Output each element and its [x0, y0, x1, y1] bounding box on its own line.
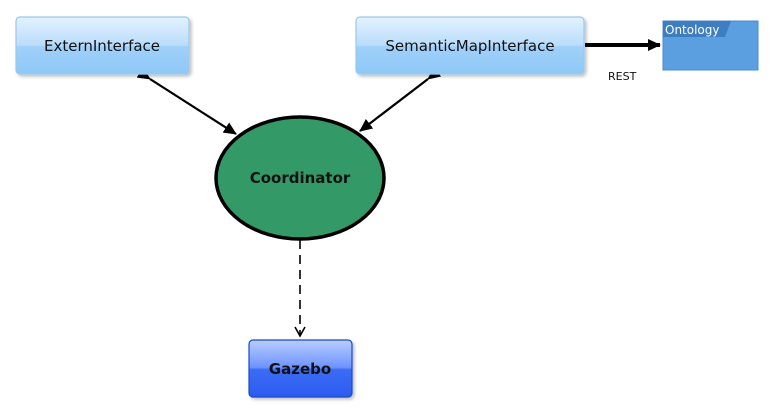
ontology-node[interactable]: [662, 20, 759, 71]
semantic-map-interface-node[interactable]: [355, 16, 585, 75]
semantic-map-interface-label: SemanticMapInterface: [385, 37, 554, 55]
ontology-label: Ontology: [665, 23, 720, 37]
rest-edge-label: REST: [608, 70, 637, 83]
coordinator-label: Coordinator: [250, 169, 351, 187]
gazebo-node[interactable]: [248, 339, 353, 398]
extern-interface-node[interactable]: [15, 16, 190, 75]
edge-semantic-coordinator: [359, 66, 442, 132]
gazebo-label: Gazebo: [269, 360, 331, 378]
coordinator-node[interactable]: [214, 115, 386, 241]
extern-interface-label: ExternInterface: [44, 37, 160, 55]
edge-extern-coordinator: [136, 67, 237, 135]
